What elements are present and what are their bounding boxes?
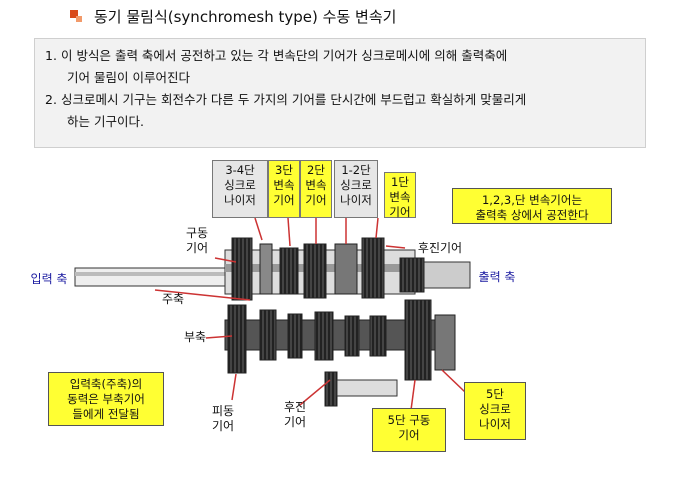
label-reverse-gear-bottom: 후진 기어: [283, 400, 307, 429]
label-drive-gear: 구동 기어: [185, 226, 209, 255]
note-line: 싱크로메시 기구는 회전수가 다른 두 가지의 기어를 단시간에 부드럽고 확실…: [61, 92, 527, 107]
callout-idle-gears: 1,2,3,단 변속기어는 출력축 상에서 공전한다: [452, 188, 612, 224]
note-line: 이 방식은 출력 축에서 공전하고 있는 각 변속단의 기어가 싱크로메시에 의…: [61, 48, 508, 63]
input-shaft: [74, 267, 226, 287]
note-number: 2.: [45, 92, 57, 107]
box-3rd-gear: 3단 변속 기어: [268, 160, 300, 218]
fifth-gear-set: [404, 299, 456, 381]
main-shaft-gears: [231, 237, 385, 301]
note-line: 기어 물림이 이루어진다: [67, 70, 190, 85]
note-line: 하는 기구이다.: [67, 114, 144, 129]
page-title: 동기 물림식(synchromesh type) 수동 변속기: [94, 8, 397, 26]
box-2nd-gear: 2단 변속 기어: [300, 160, 332, 218]
box-1-2-synchronizer: 1-2단 싱크로 나이저: [334, 160, 378, 218]
note-1: 1. 이 방식은 출력 축에서 공전하고 있는 각 변속단의 기어가 싱크로메시…: [45, 45, 635, 89]
reverse-idler-gear: [324, 371, 398, 407]
label-main-shaft: 주축: [161, 292, 185, 306]
label-counter-shaft: 부축: [183, 330, 207, 344]
box-1st-gear: 1단 변속 기어: [384, 172, 416, 219]
note-2: 2. 싱크로메시 기구는 회전수가 다른 두 가지의 기어를 단시간에 부드럽고…: [45, 89, 635, 133]
callout-input-power: 입력축(주축)의 동력은 부축기어 들에게 전달됨: [48, 372, 164, 426]
box-3-4-synchronizer: 3-4단 싱크로 나이저: [212, 160, 268, 218]
label-input-shaft: 입력 축: [30, 272, 68, 286]
label-driven-gear: 피동 기어: [211, 404, 235, 433]
output-shaft: [399, 257, 471, 293]
note-number: 1.: [45, 48, 57, 63]
callout-5th-synchronizer: 5단 싱크로 나이저: [464, 382, 526, 440]
title-bullet-icon: [70, 9, 84, 24]
callout-5th-drive-gear: 5단 구동 기어: [372, 408, 446, 452]
title-row: 동기 물림식(synchromesh type) 수동 변속기: [70, 6, 396, 27]
label-output-shaft: 출력 축: [478, 270, 516, 284]
label-reverse-gear-top: 후진기어: [417, 241, 463, 255]
pointer-arrows: [154, 217, 466, 411]
notes-panel: 1. 이 방식은 출력 축에서 공전하고 있는 각 변속단의 기어가 싱크로메시…: [34, 38, 646, 148]
